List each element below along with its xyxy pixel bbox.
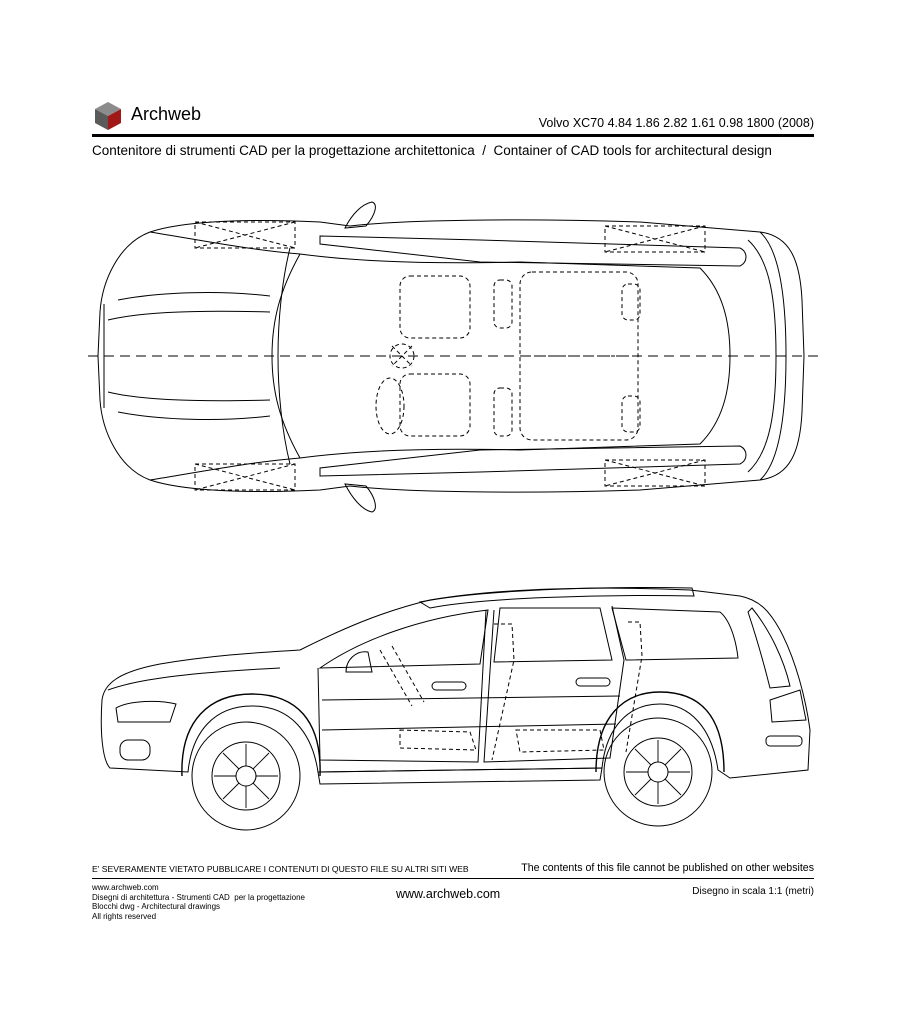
cube-logo-icon [95, 102, 121, 130]
header-divider [92, 134, 814, 137]
footer-line: Blocchi dwg - Architectural drawings [92, 902, 221, 912]
front-wheel [191, 721, 301, 831]
footer-line: www.archweb.com [92, 883, 159, 892]
side-view [100, 587, 811, 785]
model-spec: Volvo XC70 4.84 1.86 2.82 1.61 0.98 1800… [538, 116, 814, 130]
footer-url[interactable]: www.archweb.com [396, 887, 501, 901]
warning-english: The contents of this file cannot be publ… [521, 862, 814, 874]
footer-line: Disegni di architettura - Strumenti CAD … [92, 892, 305, 902]
rear-wheel [603, 717, 713, 827]
top-view [88, 201, 818, 513]
footer-line: All rights reserved [92, 911, 157, 921]
subtitle: Contenitore di strumenti CAD per la prog… [92, 143, 772, 158]
brand-name: Archweb [131, 104, 202, 124]
warning-italian: E' SEVERAMENTE VIETATO PUBBLICARE I CONT… [92, 864, 469, 874]
footer-divider [92, 878, 814, 879]
scale-note: Disegno in scala 1:1 (metri) [692, 886, 814, 897]
footer-left-block: www.archweb.com Disegni di architettura … [92, 883, 305, 921]
